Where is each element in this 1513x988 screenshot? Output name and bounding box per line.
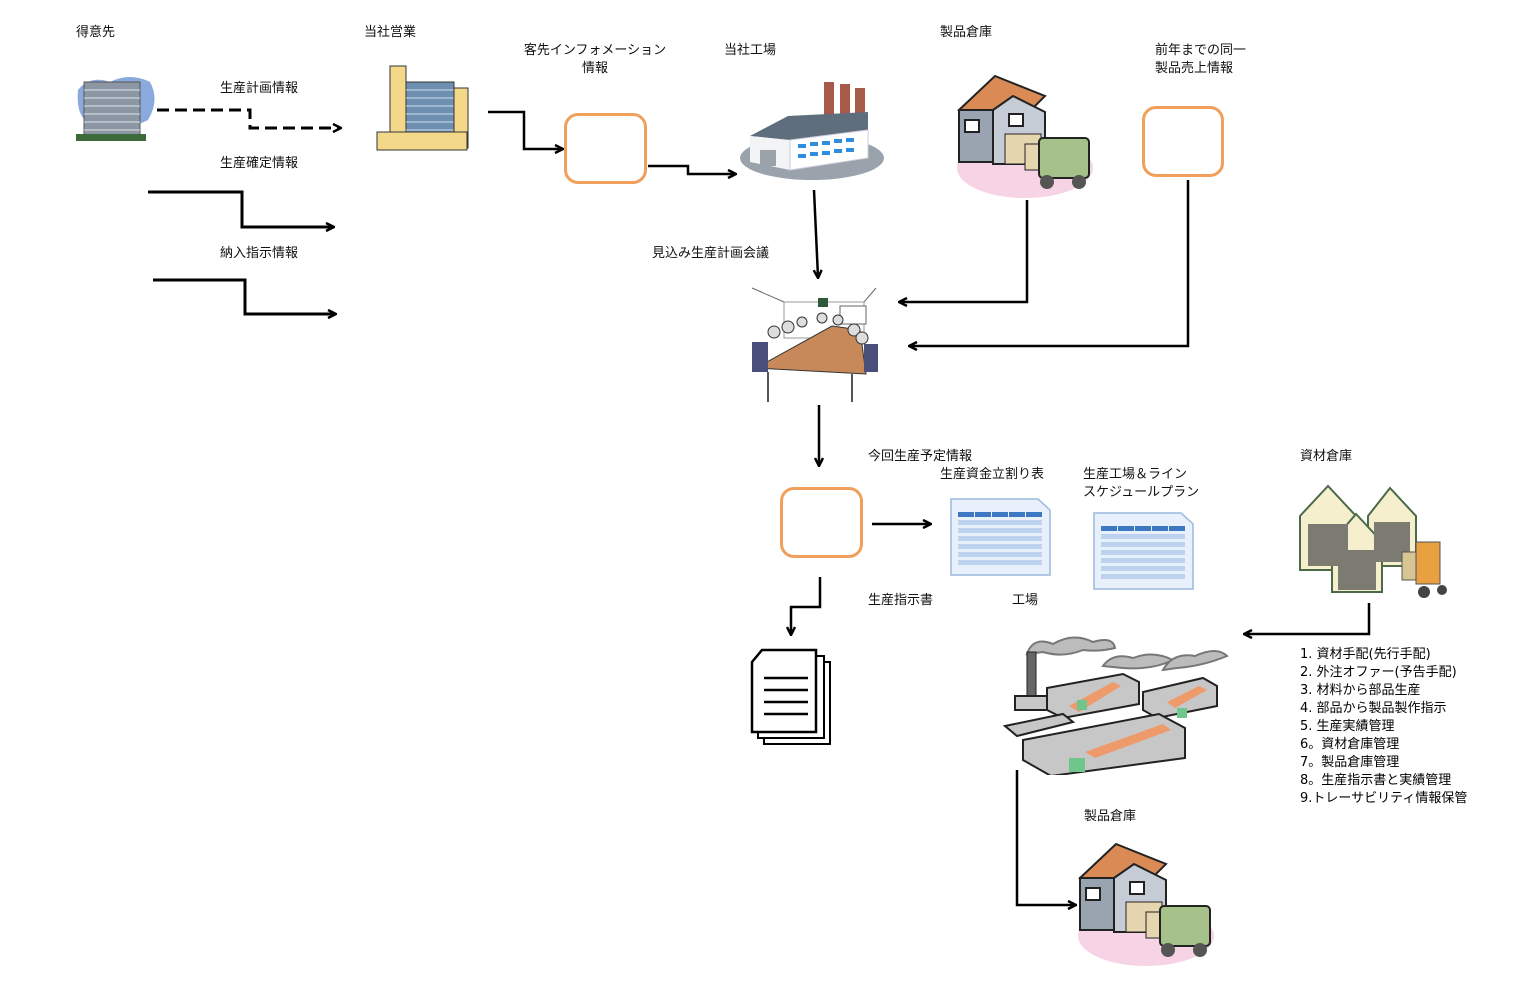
arrow-plan-to-order xyxy=(791,577,822,634)
function-item: 4. 部品から製品製作指示 xyxy=(1300,701,1447,716)
arrow-material-to-plant xyxy=(1245,603,1371,634)
label-delivery-info: 納入指示情報 xyxy=(220,246,299,261)
label-customer-info-line2: 情報 xyxy=(581,61,608,76)
label-meeting: 見込み生産計画会議 xyxy=(652,246,770,261)
functions-list: 1. 資材手配(先行手配) 2. 外注オファー(予告手配) 3. 材料から部品生… xyxy=(1300,646,1467,808)
label-customer-info: 客先インフォメーション 情報 xyxy=(505,42,685,78)
sales-building-icon xyxy=(376,65,469,151)
customer-building-icon xyxy=(76,77,155,141)
label-customer-info-line1: 客先インフォメーション xyxy=(523,43,667,58)
label-product-warehouse-top: 製品倉庫 xyxy=(940,25,993,40)
label-confirmed-info: 生産確定情報 xyxy=(220,156,299,171)
funding-table-icon xyxy=(950,498,1051,576)
label-product-warehouse-bottom: 製品倉庫 xyxy=(1084,809,1137,824)
label-factory: 当社工場 xyxy=(724,43,777,58)
function-item: 7。製品倉庫管理 xyxy=(1300,755,1400,770)
label-past-sales: 前年までの同一 製品売上情報 xyxy=(1155,42,1246,78)
function-item: 9.トレーサビリティ情報保管 xyxy=(1300,791,1468,806)
past-sales-box xyxy=(1142,106,1224,177)
line-schedule-icon xyxy=(1093,512,1194,590)
product-warehouse-bottom-icon xyxy=(1078,842,1214,966)
function-item: 1. 資材手配(先行手配) xyxy=(1300,647,1431,662)
label-line-schedule-line2: スケジュールプラン xyxy=(1083,485,1200,500)
label-funding-table: 生産資金立割り表 xyxy=(940,467,1045,482)
arrow-warehouse-to-meeting xyxy=(900,200,1029,302)
label-current-plan: 今回生産予定情報 xyxy=(868,449,973,464)
function-item: 2. 外注オファー(予告手配) xyxy=(1300,665,1457,680)
arrow-pastsales-to-meeting xyxy=(910,180,1190,346)
meeting-icon xyxy=(751,287,878,402)
label-past-sales-line1: 前年までの同一 xyxy=(1155,43,1247,58)
arrow-factory-to-meeting xyxy=(814,189,818,277)
arrow-delivery-info xyxy=(153,278,335,314)
label-line-schedule: 生産工場＆ライン スケジュールプラン xyxy=(1083,466,1199,502)
documents-icon xyxy=(750,648,831,745)
plant-icon xyxy=(1003,636,1229,775)
arrow-info-to-factory xyxy=(648,164,735,174)
label-past-sales-line2: 製品売上情報 xyxy=(1155,61,1234,76)
current-plan-box xyxy=(780,487,863,558)
arrow-plant-to-warehouse xyxy=(1015,770,1075,905)
arrow-confirmed-info xyxy=(148,190,333,227)
label-line-schedule-line1: 生産工場＆ライン xyxy=(1083,467,1188,482)
material-warehouse-icon xyxy=(1299,484,1447,598)
customer-info-box xyxy=(564,113,647,184)
arrow-sales-to-info xyxy=(488,110,562,149)
arrow-plan-info xyxy=(157,108,340,128)
label-customer: 得意先 xyxy=(76,25,116,40)
label-material-warehouse: 資材倉庫 xyxy=(1300,449,1353,464)
label-sales: 当社営業 xyxy=(364,25,417,40)
function-item: 3. 材料から部品生産 xyxy=(1300,683,1421,698)
function-item: 6。資材倉庫管理 xyxy=(1300,737,1400,752)
function-item: 8。生産指示書と実績管理 xyxy=(1300,773,1452,788)
label-production-order: 生産指示書 xyxy=(868,593,934,608)
label-plan-info: 生産計画情報 xyxy=(220,81,299,96)
product-warehouse-icon xyxy=(957,74,1093,198)
function-item: 5. 生産実績管理 xyxy=(1300,719,1395,734)
factory-icon xyxy=(740,82,884,180)
label-plant: 工場 xyxy=(1012,593,1039,608)
